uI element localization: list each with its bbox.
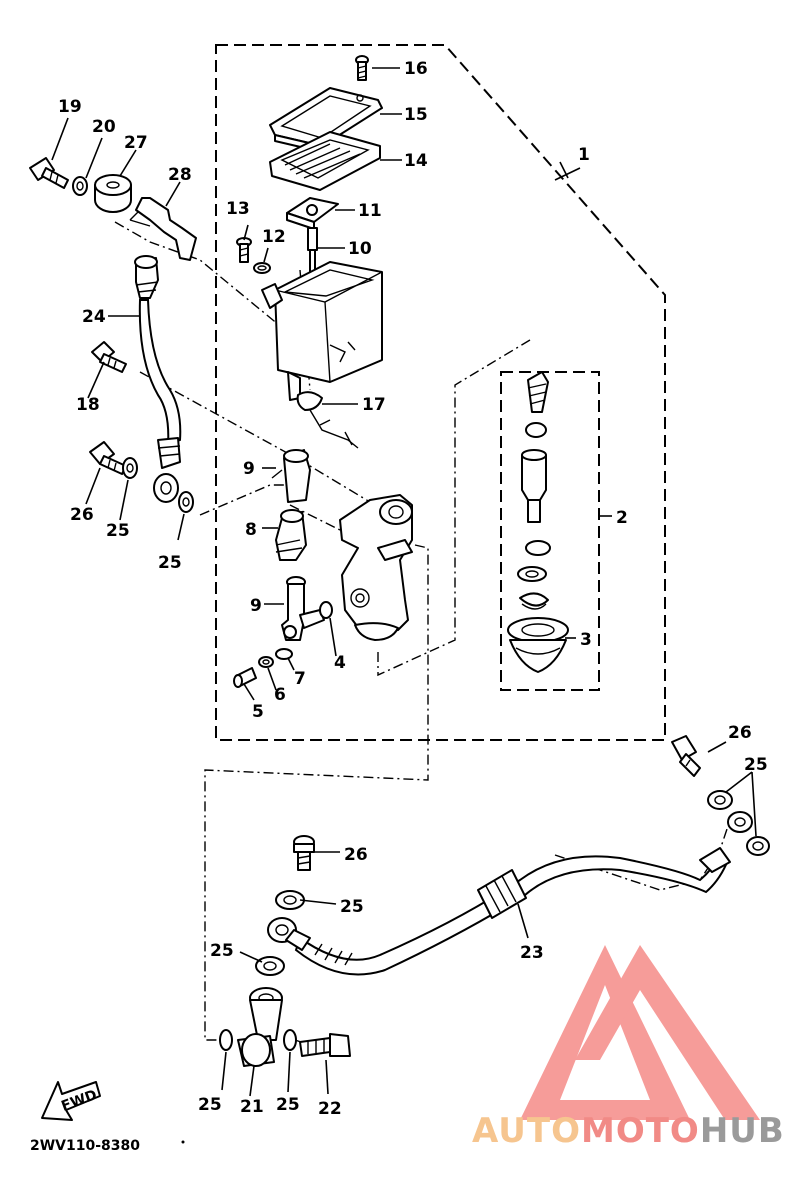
hose-8 <box>275 509 307 561</box>
callout-25-g: 25 <box>276 1095 300 1115</box>
callout-6: 6 <box>274 685 286 705</box>
callout-8: 8 <box>245 520 257 540</box>
callout-26-a: 26 <box>70 505 94 525</box>
callout-4: 4 <box>334 653 346 673</box>
callout-22: 22 <box>318 1099 342 1119</box>
callout-10: 10 <box>348 239 372 259</box>
hose-clip-17 <box>296 391 359 449</box>
washer-25-mid-1 <box>275 890 305 910</box>
callout-9-upper: 9 <box>243 459 255 479</box>
hose-joint-9-upper <box>271 449 311 503</box>
callout-20: 20 <box>92 117 116 137</box>
piston-kit-parts <box>517 371 551 610</box>
watermark-part3: HUB <box>700 1111 785 1151</box>
callout-3: 3 <box>580 630 592 650</box>
bolt-26-right <box>671 735 701 777</box>
callout-24: 24 <box>82 307 106 327</box>
washer-25-left-1 <box>122 457 138 479</box>
washer-25-low-2 <box>283 1029 297 1051</box>
callout-25-d: 25 <box>340 897 364 917</box>
watermark-triangle <box>520 945 690 1120</box>
banjo-end-lower-left <box>267 917 311 951</box>
callout-26-c: 26 <box>344 845 368 865</box>
bolt-26-left <box>89 441 127 475</box>
watermark-part2: MOTO <box>581 1111 700 1151</box>
callout-7: 7 <box>294 669 306 689</box>
screw-16 <box>355 55 369 81</box>
callout-25-c: 25 <box>744 755 768 775</box>
spring-washer-12 <box>253 262 271 274</box>
screw-5 <box>233 667 257 688</box>
boot-3 <box>507 617 569 673</box>
washer-25-right-2 <box>746 836 770 856</box>
watermark-m-shape <box>575 945 760 1120</box>
callouts: 1 2 3 4 5 6 7 8 9 9 10 11 12 13 14 15 16… <box>58 59 768 1119</box>
bolt-19 <box>29 157 69 189</box>
o-ring-4 <box>319 601 333 619</box>
callout-2: 2 <box>616 508 628 528</box>
watermark-part1: AUTO <box>472 1111 581 1151</box>
diaphragm-14 <box>269 131 381 191</box>
dot-mark <box>181 1140 185 1144</box>
callout-26-b: 26 <box>728 723 752 743</box>
washer-6 <box>258 656 274 668</box>
callout-25-f: 25 <box>198 1095 222 1115</box>
callout-25-b: 25 <box>158 553 182 573</box>
callout-18: 18 <box>76 395 100 415</box>
bolt-18 <box>91 341 127 373</box>
washer-25-low-1 <box>219 1029 233 1051</box>
callout-13: 13 <box>226 199 250 219</box>
callout-28: 28 <box>168 165 192 185</box>
bolt-22 <box>299 1033 351 1057</box>
callout-16: 16 <box>404 59 428 79</box>
callout-25-e: 25 <box>210 941 234 961</box>
diagram-code: 2WV110-8380 <box>30 1138 140 1154</box>
watermark-logo <box>520 945 760 1120</box>
watermark-text: AUTOMOTOHUB <box>472 1111 785 1151</box>
assembly-outline-1 <box>215 44 666 741</box>
washer-25-mid-2 <box>255 956 285 976</box>
callout-14: 14 <box>404 151 428 171</box>
hose-joint-9-lower <box>281 576 325 641</box>
callout-19: 19 <box>58 97 82 117</box>
hose-24 <box>134 255 182 503</box>
washer-25-left-2 <box>178 491 194 513</box>
kit-outline-2 <box>500 371 600 691</box>
callout-12: 12 <box>262 227 286 247</box>
callout-21: 21 <box>240 1097 264 1117</box>
callout-11: 11 <box>358 201 382 221</box>
washer-20 <box>72 176 88 196</box>
callout-9-lower: 9 <box>250 596 262 616</box>
fwd-arrow: FWD <box>41 1081 101 1121</box>
banjo-end-right <box>727 811 753 833</box>
callout-1: 1 <box>578 145 590 165</box>
callout-25-a: 25 <box>106 521 130 541</box>
leader-lines <box>51 67 757 1097</box>
reservoir <box>261 261 383 401</box>
bolt-26-middle <box>293 835 315 871</box>
fitting-21 <box>237 987 283 1067</box>
screw-13 <box>236 237 252 263</box>
callout-17: 17 <box>362 395 386 415</box>
plate-11 <box>286 197 339 230</box>
bracket-28 <box>129 197 197 261</box>
brake-hose-23 <box>294 847 731 976</box>
callout-23: 23 <box>520 943 544 963</box>
callout-27: 27 <box>124 133 148 153</box>
callout-5: 5 <box>252 702 264 722</box>
master-cylinder-body <box>339 494 413 641</box>
assembly-lines <box>114 221 731 1046</box>
grommet-27 <box>94 174 132 213</box>
callout-15: 15 <box>404 105 428 125</box>
washer-7 <box>275 648 293 660</box>
washer-25-right-1 <box>707 790 733 810</box>
